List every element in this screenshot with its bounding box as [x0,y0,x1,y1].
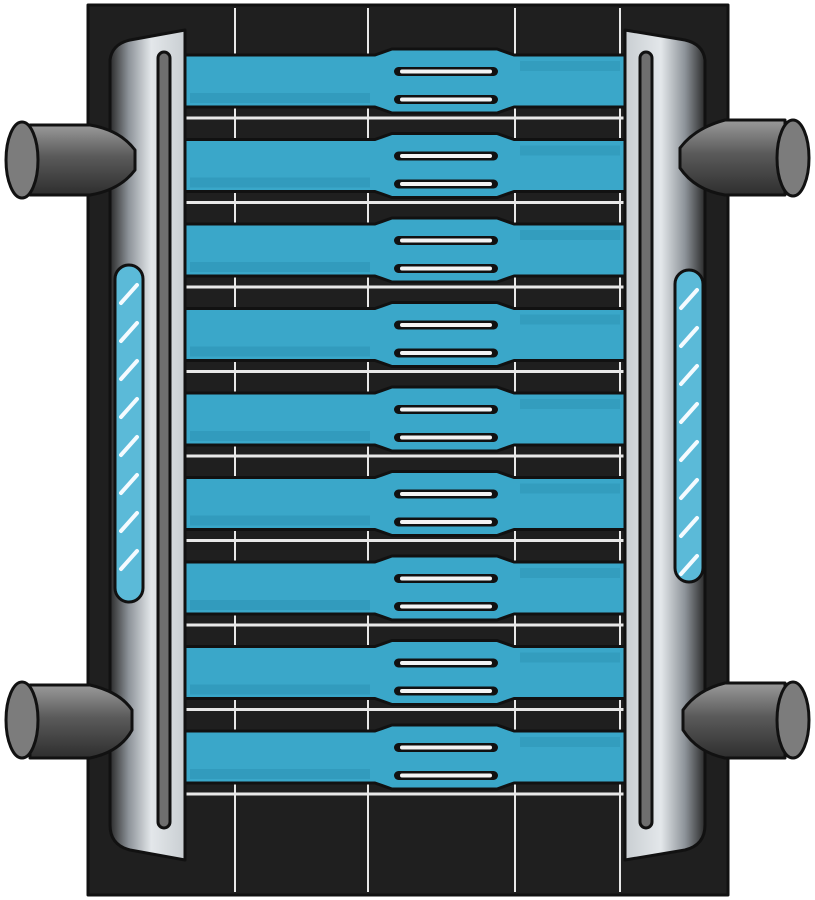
window-hatch [679,440,699,462]
connector-bottom-right [681,680,811,760]
heating-strip [171,723,641,802]
window-hatch [119,511,139,533]
strip-texture [190,177,370,188]
strip-slot-highlight [400,351,492,355]
strip-texture [190,600,370,610]
strip-slot-highlight [400,773,492,778]
window-hatch [679,478,699,500]
window-hatch [119,359,139,381]
strip-texture [190,515,370,526]
strip-slot-highlight [400,69,492,74]
strip-texture [520,314,620,325]
strip-texture [190,262,370,272]
window-hatch [679,554,699,576]
window-hatch [119,473,139,495]
heating-strip [171,47,641,126]
right-window [673,268,705,584]
window-hatch [119,283,139,305]
window-hatch [679,288,699,310]
strip-slot-highlight [400,323,492,327]
strip-texture [520,61,620,71]
strip-slot-highlight [400,492,492,496]
connector-top-left [4,120,137,200]
strip-slot-highlight [400,745,492,750]
strip-slot-highlight [400,435,492,440]
window-highlights [119,283,699,576]
strip-texture [190,93,370,103]
strip-slot-highlight [400,604,492,609]
strip-slot-highlight [400,238,492,243]
window-hatch [679,364,699,386]
strip-texture [520,483,620,494]
strip-slot-highlight [400,661,492,665]
strip-slot-highlight [400,266,492,271]
window-hatch [119,397,139,419]
strip-slot-highlight [400,154,492,158]
strip-texture [520,568,620,578]
strip-slot-highlight [400,576,492,581]
strip-slot-highlight [400,182,492,186]
left-frame [108,28,187,862]
strip-slot-highlight [400,407,492,412]
window-hatch [119,435,139,457]
strip-texture [190,769,370,779]
strip-texture [520,652,620,663]
strip-texture [520,737,620,747]
strip-slot-highlight [400,689,492,693]
heating-strip [171,554,641,633]
connector-bottom-left [4,680,134,760]
window-hatch [679,516,699,538]
strip-texture [520,145,620,156]
strip-texture [520,399,620,409]
connector-top-right [678,118,811,198]
window-hatch [119,549,139,571]
left-window [113,263,145,604]
right-rail [638,50,654,830]
left-rail [156,50,172,830]
strip-slot-highlight [400,520,492,524]
strip-texture [190,684,370,695]
strip-slot-highlight [400,97,492,102]
window-hatch [679,402,699,424]
right-frame [623,28,707,862]
window-hatch [119,321,139,343]
heating-strip [171,301,641,380]
strip-texture [190,431,370,441]
strip-texture [520,230,620,240]
strip-texture [190,346,370,357]
window-hatch [679,326,699,348]
heating-strip [171,216,641,295]
heating-strip [171,132,641,211]
heating-strips [171,47,641,802]
